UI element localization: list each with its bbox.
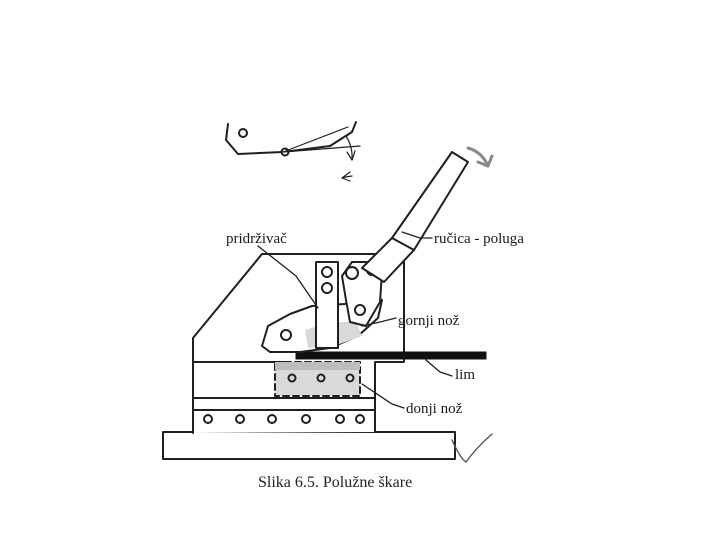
label-upper-blade: gornji nož bbox=[398, 313, 460, 329]
lower-blade bbox=[274, 361, 361, 397]
detail-inset bbox=[225, 121, 361, 182]
leader-lines bbox=[257, 231, 453, 409]
base-plate bbox=[162, 431, 456, 460]
rotation-arrow bbox=[466, 146, 494, 168]
holder bbox=[315, 261, 339, 349]
label-holder: pridrživač bbox=[226, 231, 287, 247]
handle-lever bbox=[361, 151, 469, 283]
rivet-row bbox=[203, 414, 365, 424]
check-mark bbox=[451, 433, 493, 463]
label-lower-blade: donji nož bbox=[406, 401, 463, 417]
label-sheet: lim bbox=[455, 367, 476, 383]
metal-sheet bbox=[295, 351, 487, 360]
label-handle: ručica - poluga bbox=[434, 231, 524, 247]
figure-caption: Slika 6.5. Polužne škare bbox=[258, 474, 413, 491]
